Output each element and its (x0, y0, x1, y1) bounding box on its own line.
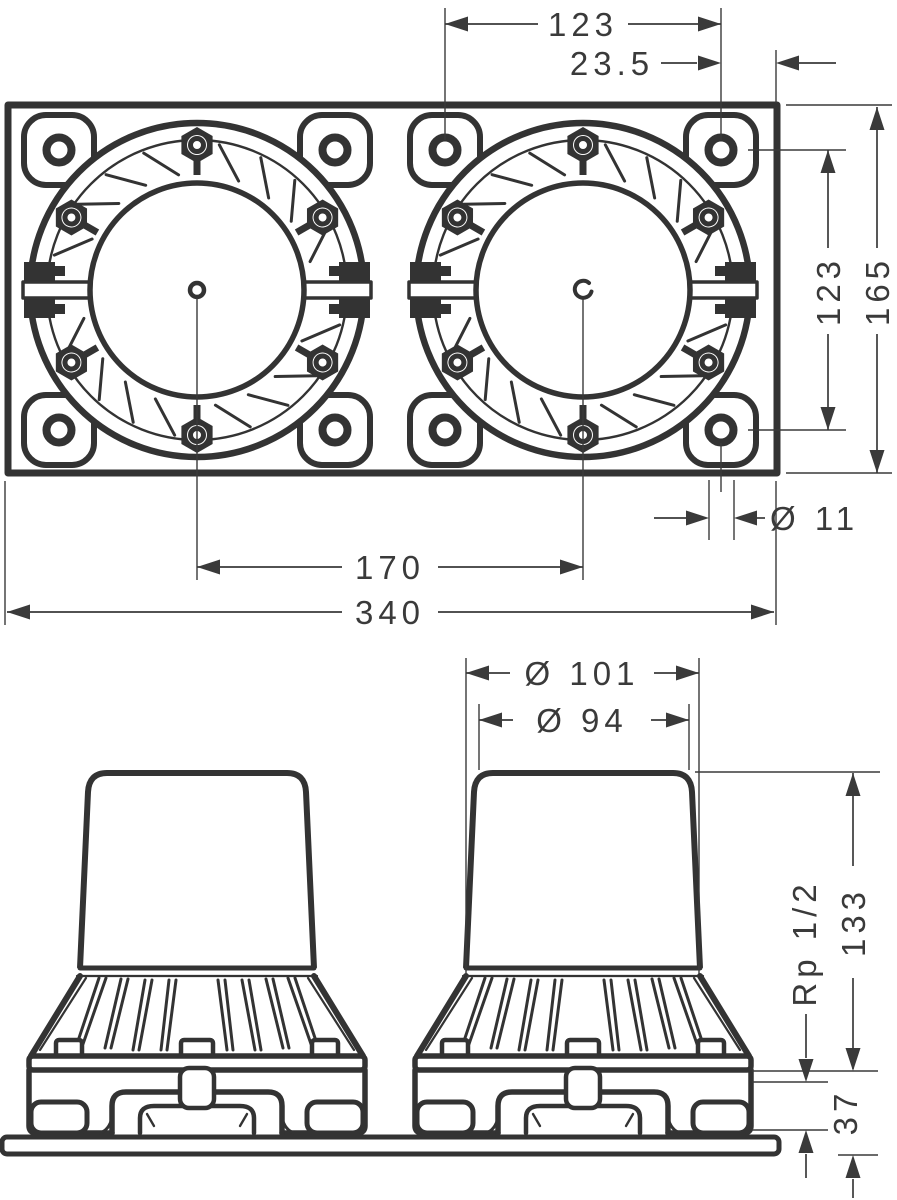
dimension-lines (4, 8, 892, 1198)
body-left (29, 773, 365, 1133)
base-plate (0, 1134, 782, 1157)
dim-hole-diameter: Ø 11 (770, 500, 859, 537)
dim-edge-offset: 23.5 (570, 45, 654, 82)
dim-cup-diameter: Ø 94 (536, 702, 628, 739)
front-view (0, 773, 782, 1157)
dim-thread-size: Rp 1/2 (786, 879, 823, 1006)
dim-flange-diameter: Ø 101 (525, 655, 640, 692)
dim-base-depth: 37 (827, 1089, 864, 1136)
center-mark-left (187, 280, 207, 580)
dim-installation-height: 133 (835, 887, 872, 957)
center-mark-right (572, 278, 594, 580)
dim-center-distance: 170 (355, 549, 425, 586)
dim-plate-width: 340 (355, 594, 425, 631)
dim-hole-spacing-vertical: 123 (810, 256, 847, 326)
dimension-labels: 123 23.5 165 123 Ø 11 170 340 Ø 101 Ø 94… (355, 6, 896, 1135)
dim-plate-height: 165 (859, 256, 896, 326)
top-view (4, 101, 781, 580)
dim-hole-spacing-horizontal: 123 (548, 6, 618, 43)
